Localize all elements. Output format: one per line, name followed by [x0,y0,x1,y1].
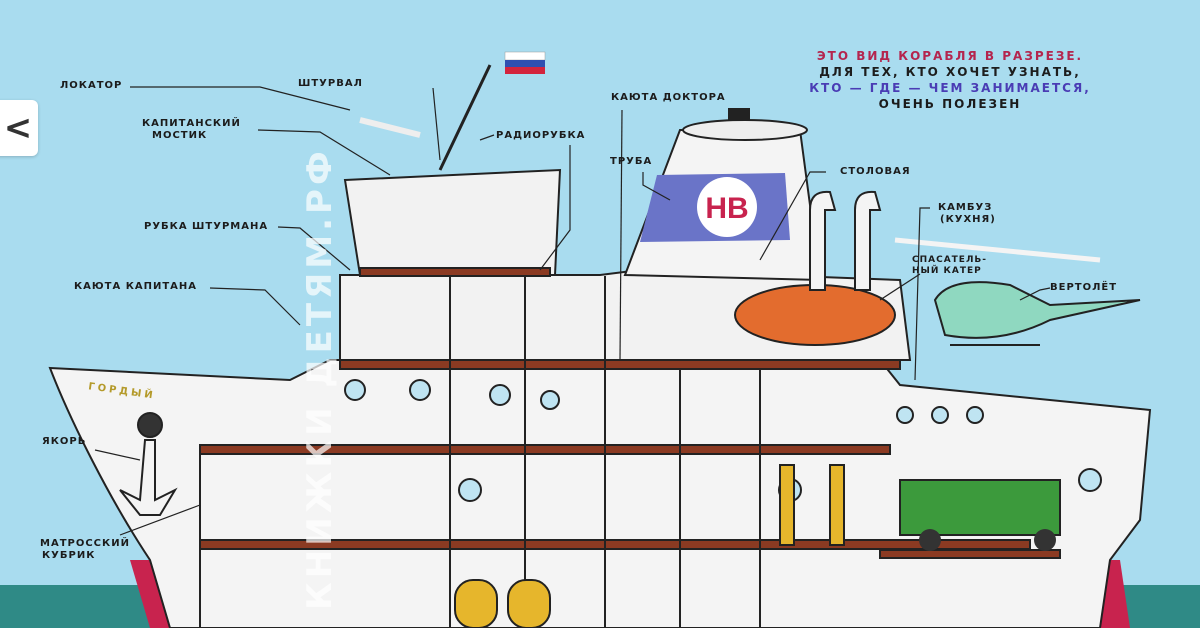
label-mess-hall: СТОЛОВАЯ [840,166,911,177]
funnel-rim [682,119,808,141]
label-doctor-cabin: КАЮТА ДОКТОРА [611,92,726,103]
label-galley-1: КАМБУЗ [938,202,993,213]
truck-wheel [919,529,941,551]
intro-line: ЭТО ВИД КОРАБЛЯ В РАЗРЕЗЕ. [816,49,1084,63]
label-locator: ЛОКАТОР [60,80,123,91]
label-navigator-room: РУБКА ШТУРМАНА [144,221,269,232]
hull [48,359,1152,628]
intro-line: КТО — ГДЕ — ЧЕМ ЗАНИМАЕТСЯ, [809,81,1091,95]
decks [199,267,1061,628]
ventilators [809,190,882,291]
helicopter [894,237,1141,346]
label-crew-quarters-2: КУБРИК [42,550,96,561]
label-lifeboat-2: НЫЙ КАТЕР [912,266,982,276]
bridge [343,168,562,276]
engine-boilers [454,464,845,628]
funnel-logo-circle [697,177,757,237]
intro-line: ДЛЯ ТЕХ, КТО ХОЧЕТ УЗНАТЬ, [819,65,1081,79]
label-anchor: ЯКОРЬ [42,436,87,447]
mast [359,64,492,171]
lifeboat [734,284,896,346]
label-funnel: ТРУБА [610,156,653,167]
russian-flag [504,51,546,74]
callout-lines [94,86,1051,536]
back-button[interactable]: < [0,100,38,156]
label-captain-cabin: КАЮТА КАПИТАНА [74,281,198,292]
watermark: КНИЖКИ ДЕТЯМ.РФ [300,147,340,610]
truck [899,479,1061,536]
anchor [119,412,178,516]
label-helicopter: ВЕРТОЛЁТ [1050,282,1118,293]
label-bridge-1: КАПИТАНСКИЙ [142,118,241,129]
intro-line: ОЧЕНЬ ПОЛЕЗЕН [878,97,1022,111]
label-crew-quarters-1: МАТРОССКИЙ [40,538,130,549]
label-lifeboat-1: СПАСАТЕЛЬ- [912,255,988,265]
label-helm: ШТУРВАЛ [298,78,363,89]
portholes [344,379,1102,502]
label-galley-2: (КУХНЯ) [940,214,996,225]
chevron-left-icon: < [3,108,33,148]
label-bridge-2: МОСТИК [152,130,208,141]
intro-text: ЭТО ВИД КОРАБЛЯ В РАЗРЕЗЕ. ДЛЯ ТЕХ, КТО … [780,48,1120,112]
truck-wheel [1034,529,1056,551]
label-radio-room: РАДИОРУБКА [496,130,586,141]
funnel-logo: НВ [705,192,748,225]
